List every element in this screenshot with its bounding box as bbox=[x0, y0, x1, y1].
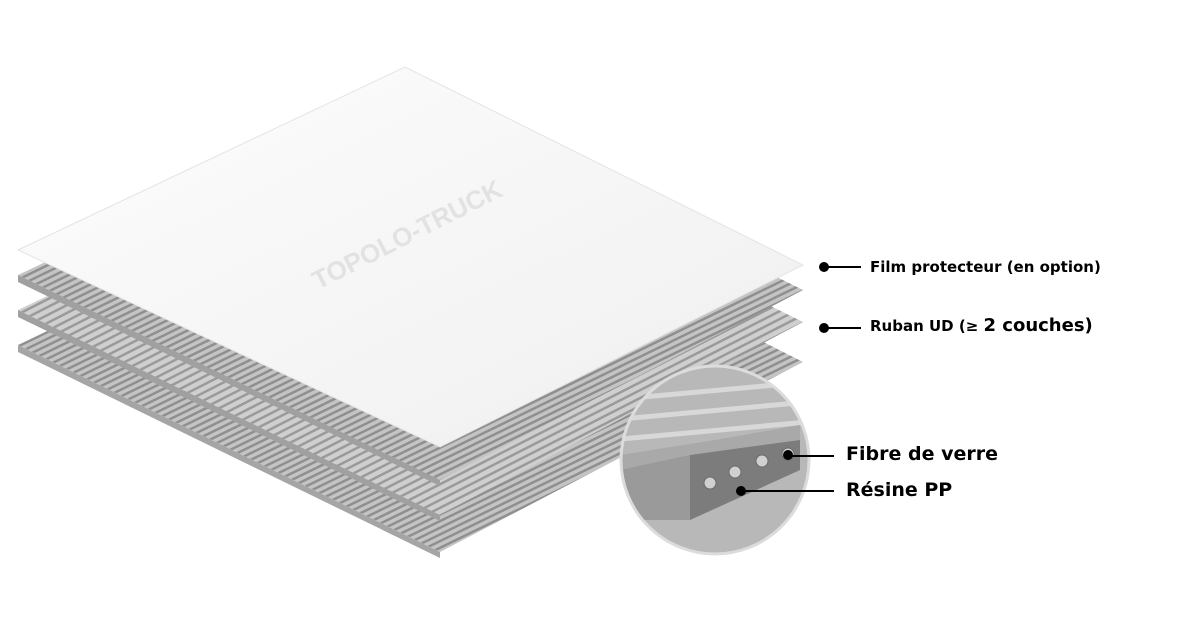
film-marker bbox=[819, 262, 829, 272]
label-ruban-prefix: Ruban UD (≥ bbox=[870, 317, 984, 335]
ruban-leader bbox=[825, 327, 861, 329]
resine-leader bbox=[741, 490, 834, 492]
film-leader bbox=[825, 266, 861, 268]
label-film: Film protecteur (en option) bbox=[870, 258, 1101, 276]
label-fibre: Fibre de verre bbox=[846, 443, 998, 465]
pp-resin-block bbox=[690, 440, 800, 520]
ruban-marker bbox=[819, 323, 829, 333]
magnifier-lens bbox=[619, 364, 811, 556]
label-resine: Résine PP bbox=[846, 479, 953, 501]
fibre-leader bbox=[788, 455, 834, 457]
label-ruban: Ruban UD (≥ 2 couches) bbox=[870, 315, 1093, 336]
protective-film bbox=[16, 66, 805, 448]
label-ruban-suffix: 2 couches) bbox=[983, 315, 1093, 336]
